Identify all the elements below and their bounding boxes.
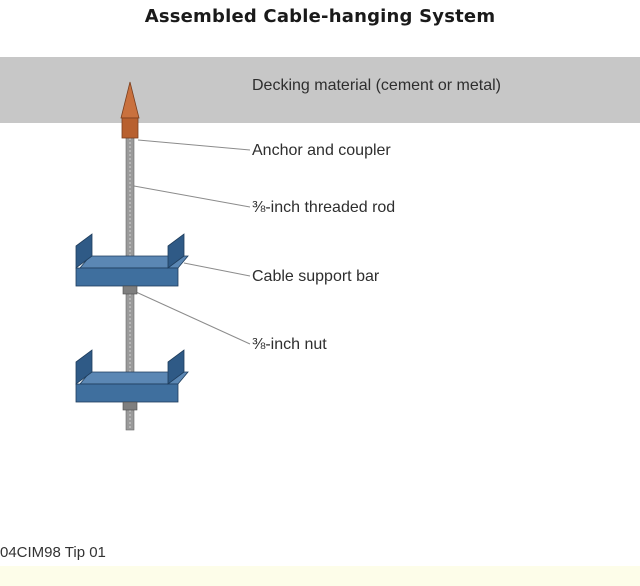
decking-band [0, 57, 640, 123]
bottom-band [0, 566, 640, 586]
label-nut: ⅜-inch nut [252, 336, 327, 353]
label-decking: Decking material (cement or metal) [252, 77, 501, 94]
leader-anchor [137, 139, 251, 151]
leader-rod [133, 185, 251, 208]
anchor-coupler [120, 81, 140, 139]
figure-code: 04CIM98 Tip 01 [0, 544, 106, 561]
diagram-title: Assembled Cable-hanging System [144, 6, 496, 27]
label-bar: Cable support bar [252, 268, 380, 285]
leader-lines [133, 139, 251, 345]
leader-bar [183, 262, 251, 277]
label-rod: ⅜-inch threaded rod [252, 199, 396, 216]
cable-support-bar-lower [75, 349, 189, 411]
label-anchor: Anchor and coupler [252, 142, 391, 159]
cable-support-bar-upper [75, 233, 189, 295]
leader-nut [135, 291, 251, 345]
